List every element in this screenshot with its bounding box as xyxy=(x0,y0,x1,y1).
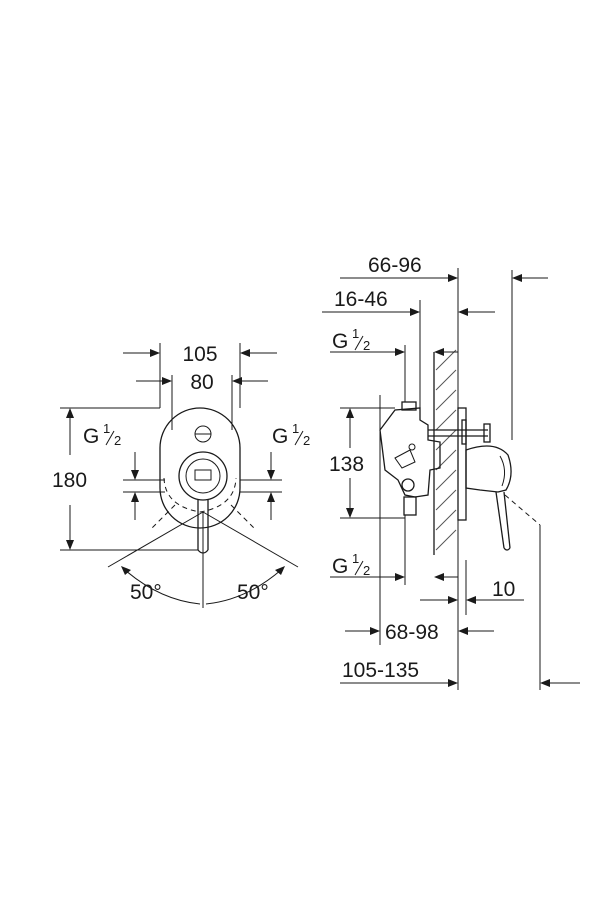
side-thread-top-slash xyxy=(354,335,364,351)
front-hub-inner xyxy=(185,458,221,494)
dim-66-96-arrow-right xyxy=(512,274,522,282)
front-ring-arc xyxy=(163,477,237,513)
dim-68-98-label: 68-98 xyxy=(385,621,439,644)
dim-10-arrow-right xyxy=(466,596,476,604)
front-thread-right-num: 1 xyxy=(292,421,299,436)
front-angle-line-left xyxy=(107,511,204,568)
front-g-right-arrow-top xyxy=(267,470,275,480)
dim-80-label: 80 xyxy=(190,371,213,394)
dim-180-label: 180 xyxy=(52,469,87,492)
dim-180-arrow-bottom xyxy=(66,540,74,550)
side-thread-bottom-label: G 1 2 xyxy=(332,551,370,578)
side-thread-top-main: G xyxy=(332,330,348,353)
angle-left-label: 50° xyxy=(130,581,162,604)
front-view: 105 80 180 G 1 2 G 1 2 50° 50° xyxy=(52,343,310,608)
dim-68-98-arrow-left xyxy=(370,627,380,635)
dim-138-label: 138 xyxy=(329,453,364,476)
front-thread-right-label: G 1 2 xyxy=(272,421,310,448)
dim-105-135-label: 105-135 xyxy=(342,659,419,682)
front-escutcheon-plate xyxy=(159,407,241,529)
front-hub-slot xyxy=(194,469,212,481)
front-thread-left-label: G 1 2 xyxy=(83,421,121,448)
diverter-knob xyxy=(483,423,491,443)
side-thread-top-den: 2 xyxy=(363,338,370,353)
dim-66-96-label: 66-96 xyxy=(368,254,422,277)
side-thread-bottom-den: 2 xyxy=(363,563,370,578)
front-angle-arrow-left xyxy=(121,566,131,575)
front-g-left-arrow-top xyxy=(131,470,139,480)
valve-window xyxy=(394,449,416,469)
handle-lever-right xyxy=(503,491,511,549)
front-thread-right-den: 2 xyxy=(303,433,310,448)
dim-10-label: 10 xyxy=(492,578,515,601)
front-g-left-arrow-bottom xyxy=(131,492,139,502)
side-thread-top-label: G 1 2 xyxy=(332,326,370,353)
handle-knurl xyxy=(499,455,506,487)
handle-body xyxy=(465,445,512,493)
front-thread-left-den: 2 xyxy=(114,433,121,448)
dim-68-98-arrow-right xyxy=(458,627,468,635)
front-lever-swing-right xyxy=(230,504,257,531)
dim-16-46-arrow xyxy=(410,308,420,316)
side-thread-bottom-num: 1 xyxy=(352,551,359,566)
dim-105-label: 105 xyxy=(182,343,217,366)
side-thread-top-num: 1 xyxy=(352,326,359,341)
valve-bottom-connector xyxy=(403,496,417,516)
dim-66-96-arrow xyxy=(448,274,458,282)
dim-16-46-arrow-right xyxy=(458,308,468,316)
dim-80-arrow-left xyxy=(162,377,172,385)
front-angle-arc-left xyxy=(124,569,201,605)
valve-body xyxy=(379,407,441,498)
side-g-top-arrow-right xyxy=(434,348,444,356)
side-g-bottom-arrow xyxy=(395,573,405,581)
handle-lever-left xyxy=(495,491,505,549)
front-angle-arc-right xyxy=(205,569,282,605)
front-thread-left-slash xyxy=(105,430,115,446)
front-angle-line-right xyxy=(202,511,299,568)
valve-screw xyxy=(408,443,416,451)
angle-right-label: 50° xyxy=(237,581,269,604)
dim-105-135-arrow-left xyxy=(448,679,458,687)
side-thread-bottom-slash xyxy=(354,560,364,576)
dim-138-arrow-top xyxy=(346,408,354,418)
front-g-right-arrow-bottom xyxy=(267,492,275,502)
valve-bottom-port xyxy=(401,478,415,492)
front-thread-left-num: 1 xyxy=(103,421,110,436)
side-view: 66-96 16-46 G 1 2 138 G 1 xyxy=(322,254,580,690)
front-angle-arrow-right xyxy=(275,566,285,575)
side-thread-bottom-main: G xyxy=(332,555,348,578)
side-g-bottom-arrow-right xyxy=(434,573,444,581)
dim-105-arrow-left xyxy=(150,349,160,357)
dim-16-46-label: 16-46 xyxy=(334,288,388,311)
front-thread-right-slash xyxy=(294,430,304,446)
side-g-top-arrow xyxy=(395,348,405,356)
handle-lever-tip xyxy=(503,547,511,551)
front-thread-right-main: G xyxy=(272,425,288,448)
dim-105-135-arrow-right xyxy=(540,679,550,687)
dim-105-arrow-right xyxy=(240,349,250,357)
handle-swing-dashed xyxy=(504,494,541,526)
front-thread-left-main: G xyxy=(83,425,99,448)
dim-10-arrow-left xyxy=(448,596,458,604)
front-lever-swing-left xyxy=(149,504,176,531)
dim-80-arrow-right xyxy=(232,377,242,385)
dim-138-arrow-bottom xyxy=(346,508,354,518)
valve-top-connector xyxy=(401,401,417,411)
dim-180-arrow-top xyxy=(66,408,74,418)
front-hub-outer xyxy=(178,451,228,501)
side-wall xyxy=(433,349,457,555)
